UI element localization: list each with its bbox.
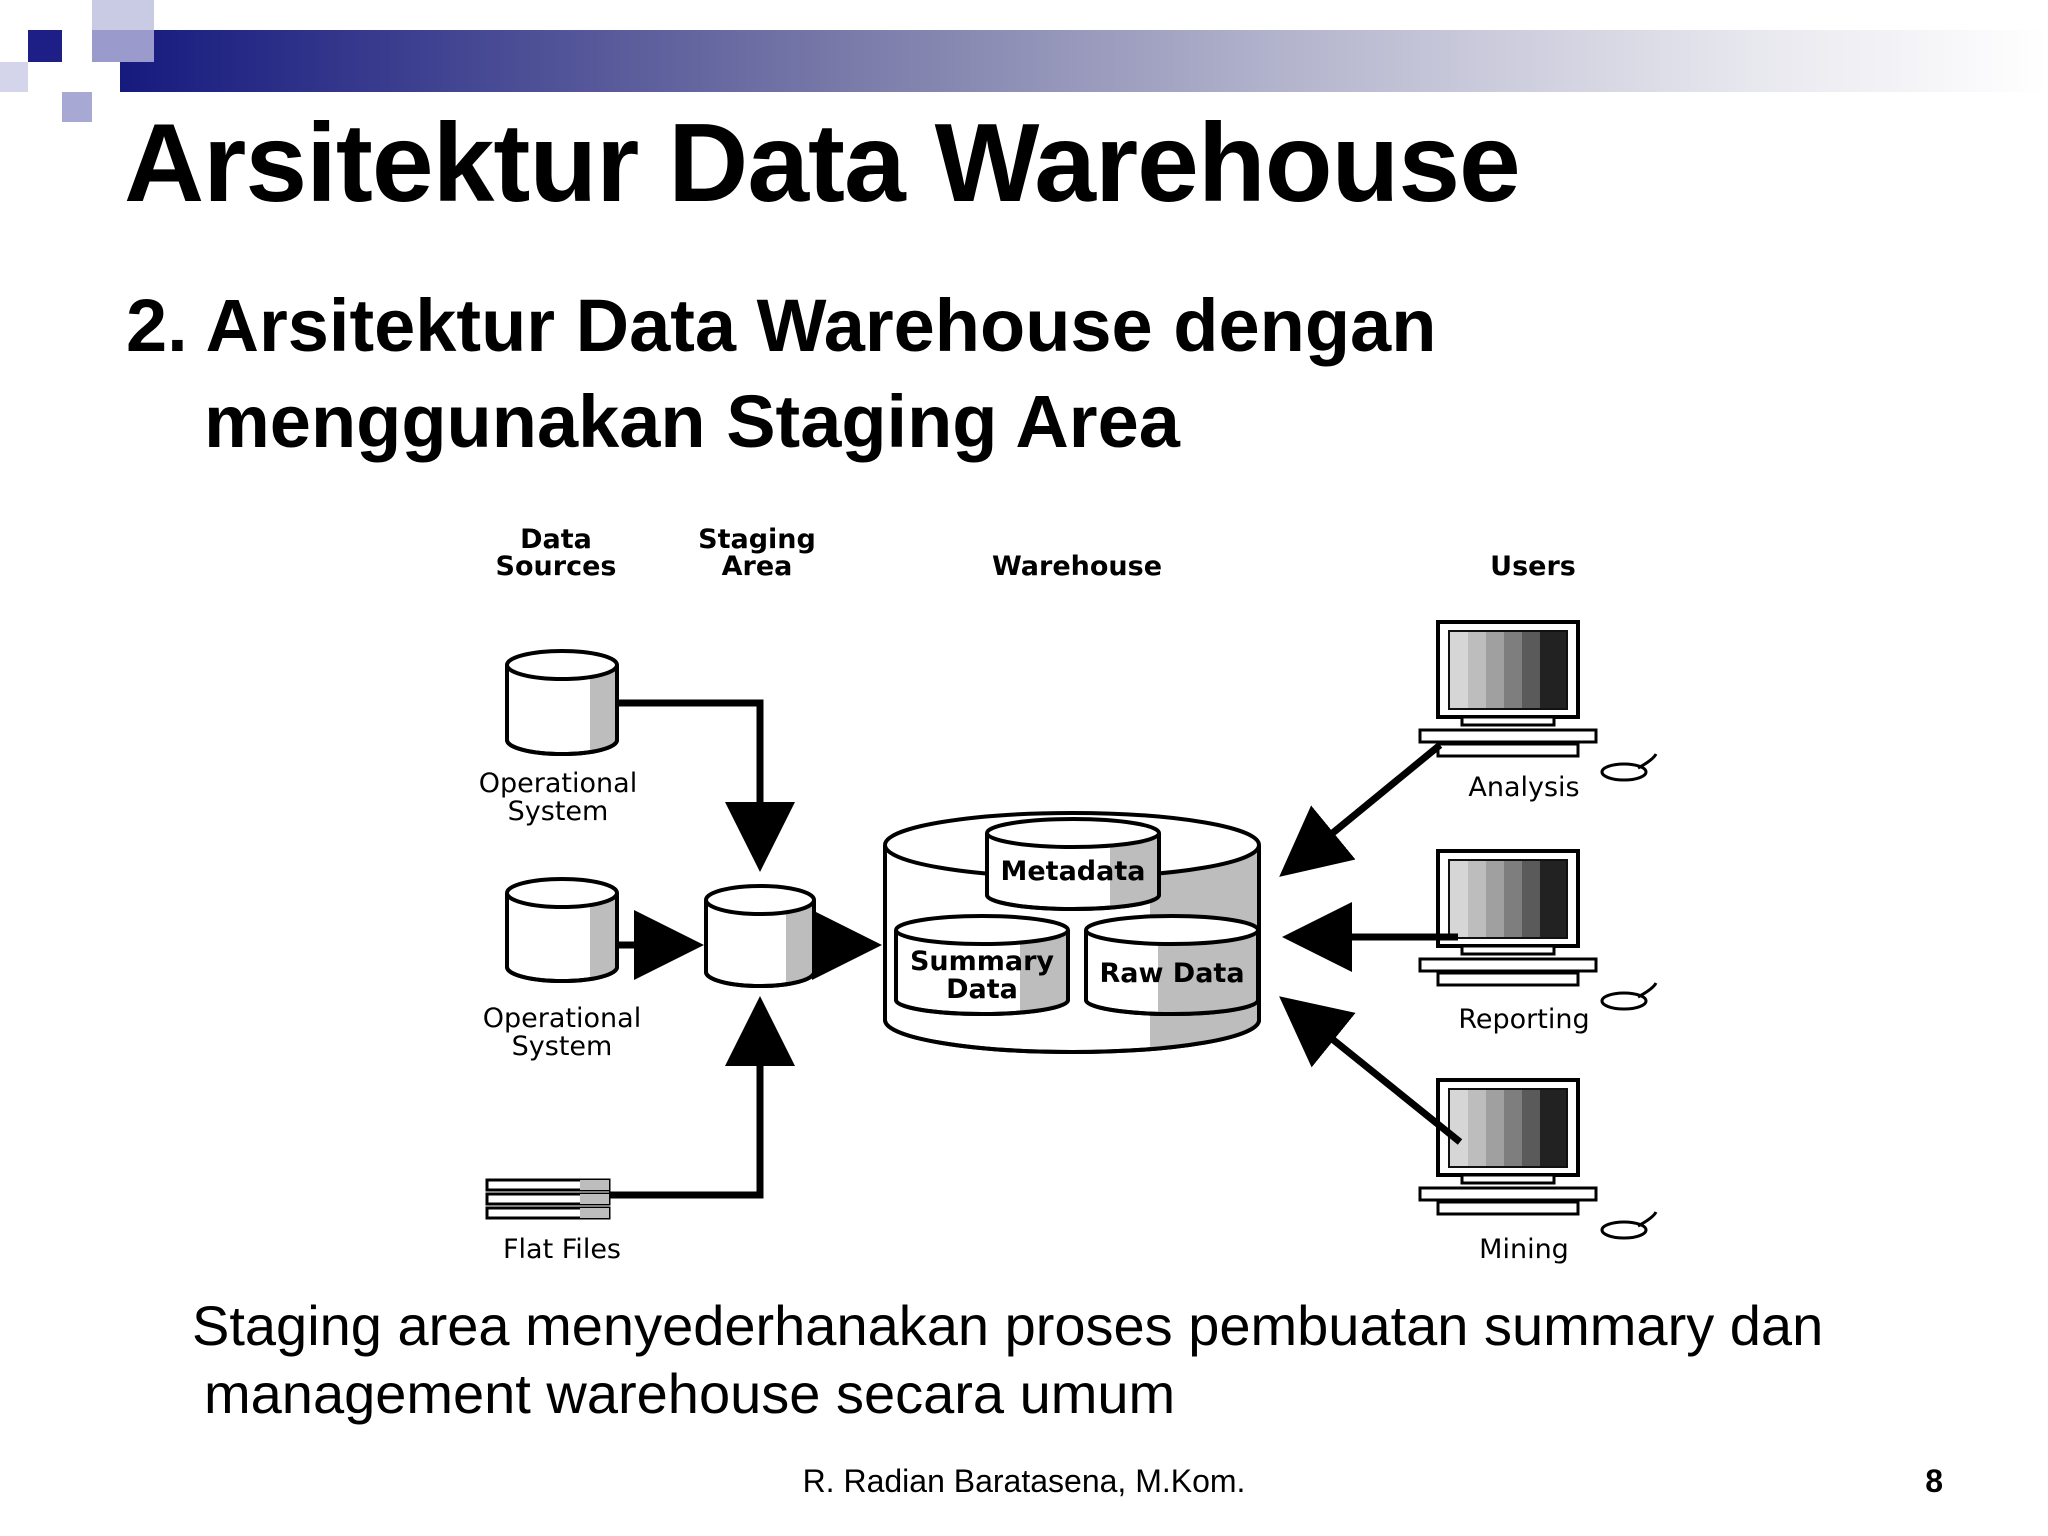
mining-computer-icon	[1418, 1078, 1658, 1240]
slide-caption: Staging area menyederhanakan proses pemb…	[192, 1292, 1823, 1428]
summary-data-label-1: Summary	[910, 946, 1054, 977]
subtitle-line-1: 2. Arsitektur Data Warehouse dengan	[126, 284, 1437, 367]
header-users: Users	[1490, 551, 1576, 582]
summary-data-database-icon	[894, 914, 1070, 1016]
arrow-source1-to-staging	[617, 699, 795, 872]
footer-author: R. Radian Baratasena, M.Kom.	[802, 1463, 1246, 1499]
operational-system-1-label-2: System	[508, 796, 609, 827]
operational-system-2-label-1: Operational	[483, 1003, 641, 1034]
arrow-mining-to-warehouse	[1279, 996, 1463, 1145]
arrow-flatfiles-to-staging	[609, 996, 795, 1199]
subtitle-line-2: menggunakan Staging Area	[204, 380, 1180, 463]
accent-square-edge	[0, 62, 28, 92]
header-staging-area-1: Staging	[698, 524, 816, 555]
header-warehouse: Warehouse	[992, 551, 1162, 582]
reporting-label: Reporting	[1458, 1004, 1589, 1035]
analysis-label: Analysis	[1468, 772, 1579, 803]
operational-system-2-database-icon	[505, 877, 619, 983]
flat-files-label: Flat Files	[503, 1234, 621, 1265]
title-gradient-bar	[120, 30, 2048, 92]
slide-subtitle: 2. Arsitektur Data Warehouse dengan meng…	[126, 278, 1436, 470]
header-data-sources-2: Sources	[496, 551, 617, 582]
accent-square-mid	[92, 30, 154, 62]
staging-area-database-icon	[704, 884, 816, 988]
slide-title: Arsitektur Data Warehouse	[124, 101, 1521, 225]
caption-line-1: Staging area menyederhanakan proses pemb…	[192, 1294, 1824, 1357]
accent-square-large	[28, 30, 62, 62]
reporting-computer-icon	[1418, 849, 1658, 1011]
mining-label: Mining	[1479, 1234, 1569, 1265]
header-staging-area-2: Area	[722, 551, 793, 582]
caption-line-2: management warehouse secara umum	[204, 1362, 1176, 1425]
flat-files-icon	[485, 1178, 611, 1220]
accent-square-small	[62, 92, 92, 122]
metadata-label: Metadata	[1001, 856, 1146, 887]
header-data-sources-1: Data	[520, 524, 592, 555]
raw-data-label: Raw Data	[1099, 958, 1244, 989]
raw-data-database-icon	[1084, 914, 1260, 1016]
accent-square-light	[92, 0, 154, 30]
metadata-database-icon	[985, 817, 1161, 911]
operational-system-1-database-icon	[505, 649, 619, 756]
operational-system-2-label-2: System	[512, 1031, 613, 1062]
page-number: 8	[1925, 1463, 1943, 1499]
operational-system-1-label-1: Operational	[479, 768, 637, 799]
arrow-analysis-to-warehouse	[1279, 742, 1443, 877]
analysis-computer-icon	[1418, 620, 1658, 782]
summary-data-label-2: Data	[946, 974, 1018, 1005]
